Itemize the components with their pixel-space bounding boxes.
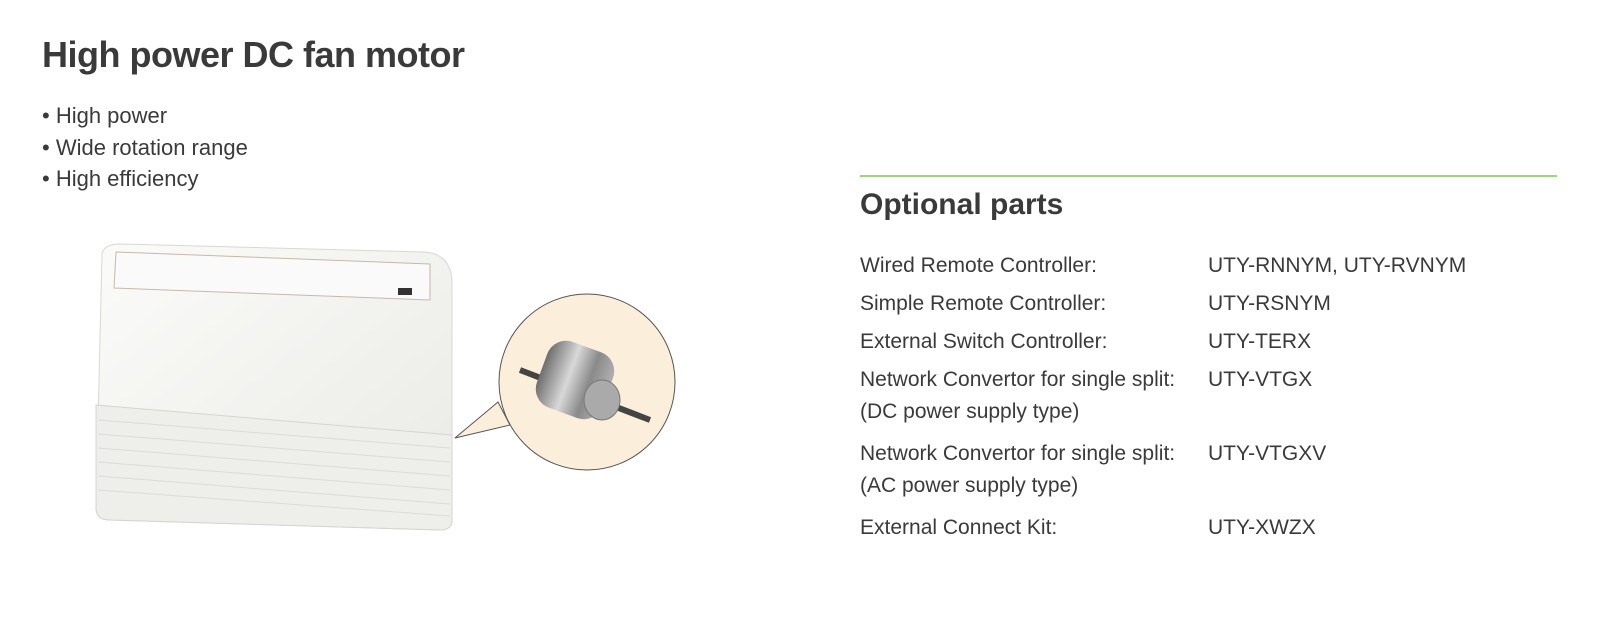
part-label: Wired Remote Controller: xyxy=(860,254,1097,277)
part-label: Network Convertor for single split: xyxy=(860,368,1176,391)
feature-item: High efficiency xyxy=(42,163,248,195)
part-row: External Connect Kit: UTY-XWZX xyxy=(860,512,1466,544)
part-label: External Switch Controller: xyxy=(860,330,1108,353)
part-label: Network Convertor for single split: xyxy=(860,442,1176,465)
part-row: Simple Remote Controller: UTY-RSNYM xyxy=(860,288,1466,320)
part-row: Network Convertor for single split: (AC p… xyxy=(860,438,1466,502)
part-model: UTY-VTGX xyxy=(1208,368,1313,391)
optional-parts-table: Wired Remote Controller: UTY-RNNYM, UTY-R… xyxy=(860,250,1466,550)
section-title: High power DC fan motor xyxy=(42,34,465,75)
part-row: Network Convertor for single split: (DC p… xyxy=(860,364,1466,428)
part-model: UTY-RNNYM, UTY-RVNYM xyxy=(1208,254,1467,277)
part-model: UTY-XWZX xyxy=(1208,516,1316,539)
part-model: UTY-VTGXV xyxy=(1208,442,1327,465)
part-row: Wired Remote Controller: UTY-RNNYM, UTY-R… xyxy=(860,250,1466,282)
part-model: UTY-TERX xyxy=(1208,330,1312,353)
feature-list: High power Wide rotation range High effi… xyxy=(42,100,248,195)
section-divider xyxy=(860,175,1557,177)
indoor-unit xyxy=(95,243,453,531)
part-label: External Connect Kit: xyxy=(860,516,1058,539)
part-model: UTY-RSNYM xyxy=(1208,292,1331,315)
feature-item: Wide rotation range xyxy=(42,132,248,164)
part-row: External Switch Controller: UTY-TERX xyxy=(860,326,1466,358)
part-sublabel: (DC power supply type) xyxy=(860,400,1080,423)
indoor-unit-with-fan-motor-illustration xyxy=(95,243,676,531)
feature-item: High power xyxy=(42,100,248,132)
optional-parts-title: Optional parts xyxy=(860,188,1064,221)
part-label: Simple Remote Controller: xyxy=(860,292,1107,315)
part-sublabel: (AC power supply type) xyxy=(860,474,1079,497)
fan-motor-callout xyxy=(454,293,676,471)
